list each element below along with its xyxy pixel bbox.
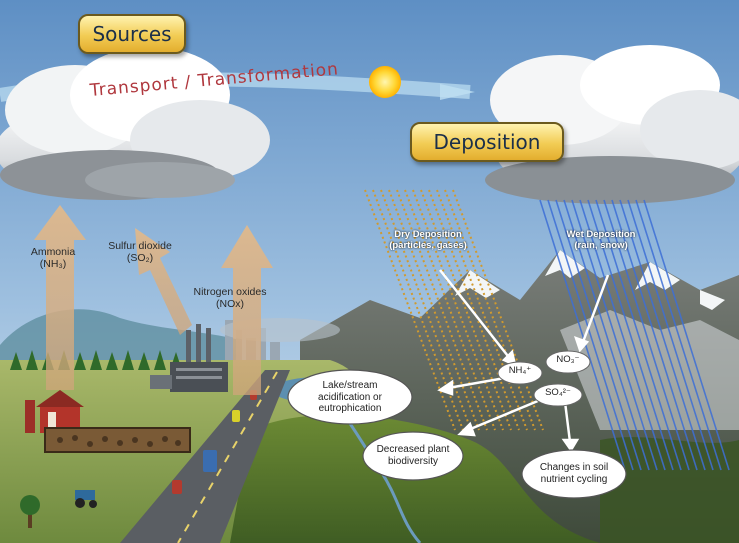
effect-ovals bbox=[287, 369, 627, 499]
factory bbox=[150, 324, 228, 392]
transport-arrowhead bbox=[440, 84, 475, 100]
soil-effect-label: Changes in soil nutrient cycling bbox=[539, 462, 609, 485]
pathway-arrows bbox=[437, 269, 610, 453]
wet-line bbox=[595, 199, 682, 471]
sulfur-arrow bbox=[135, 228, 192, 335]
livestock-pen bbox=[44, 427, 191, 453]
nh4-label: NH₄⁺ bbox=[508, 365, 532, 376]
nitrogen-oxides-label: Nitrogen oxides (NOx) bbox=[193, 286, 267, 311]
chemical-ovals bbox=[497, 350, 591, 407]
forest-right bbox=[600, 437, 739, 543]
nh4-oval bbox=[497, 361, 543, 385]
ammonia-arrow bbox=[34, 205, 86, 390]
ammonia-label: Ammonia (NH₃) bbox=[30, 246, 76, 271]
dry-deposition-label: Dry Deposition (particles, gases) bbox=[389, 229, 467, 251]
dry-to-nh4-arrow bbox=[439, 269, 516, 366]
no3-oval bbox=[545, 350, 591, 374]
wet-line bbox=[611, 199, 698, 471]
wet-to-no3-arrow bbox=[578, 274, 610, 351]
wet-line bbox=[555, 199, 642, 471]
so4-oval bbox=[533, 383, 583, 407]
plant-effect-label: Decreased plant biodiversity bbox=[376, 444, 450, 467]
livestock bbox=[57, 435, 181, 447]
wet-line bbox=[587, 199, 674, 471]
wet-deposition-lines bbox=[539, 199, 730, 471]
wet-line bbox=[635, 199, 722, 471]
wet-line bbox=[571, 199, 658, 471]
snow-caps bbox=[455, 250, 725, 310]
emission-arrows bbox=[34, 205, 273, 395]
wet-line bbox=[627, 199, 714, 471]
so4-label: SO₄²⁻ bbox=[545, 387, 571, 398]
sun-icon bbox=[369, 66, 401, 98]
wet-line bbox=[619, 199, 706, 471]
tractor bbox=[75, 490, 97, 508]
nitrogen-arrow bbox=[221, 225, 273, 395]
tree-row bbox=[10, 350, 182, 370]
source-cloud bbox=[0, 47, 270, 200]
wet-line bbox=[603, 199, 690, 471]
to-lake-arrow bbox=[447, 376, 506, 390]
sources-badge: Sources bbox=[78, 14, 186, 54]
no3-label: NO₃⁻ bbox=[556, 354, 580, 365]
deposition-badge: Deposition bbox=[410, 122, 564, 162]
to-plant-arrow bbox=[467, 396, 546, 432]
lake-effect-oval bbox=[287, 369, 413, 425]
wet-deposition-label: Wet Deposition (rain, snow) bbox=[566, 229, 636, 251]
wet-line bbox=[539, 199, 626, 471]
wet-line bbox=[563, 199, 650, 471]
sulfur-dioxide-label: Sulfur dioxide (SO₂) bbox=[108, 240, 172, 265]
tree bbox=[20, 495, 40, 528]
sources-heading: Sources bbox=[92, 22, 172, 46]
deposition-heading: Deposition bbox=[433, 130, 541, 154]
lake-effect-label: Lake/stream acidification or eutrophicat… bbox=[318, 380, 382, 414]
plant-effect-oval bbox=[362, 431, 464, 481]
wet-line bbox=[547, 199, 634, 471]
soil-effect-oval bbox=[521, 449, 627, 499]
highway-center-line bbox=[177, 371, 278, 543]
to-soil-arrow bbox=[563, 401, 572, 443]
wet-line bbox=[643, 199, 730, 471]
wet-line bbox=[579, 199, 666, 471]
